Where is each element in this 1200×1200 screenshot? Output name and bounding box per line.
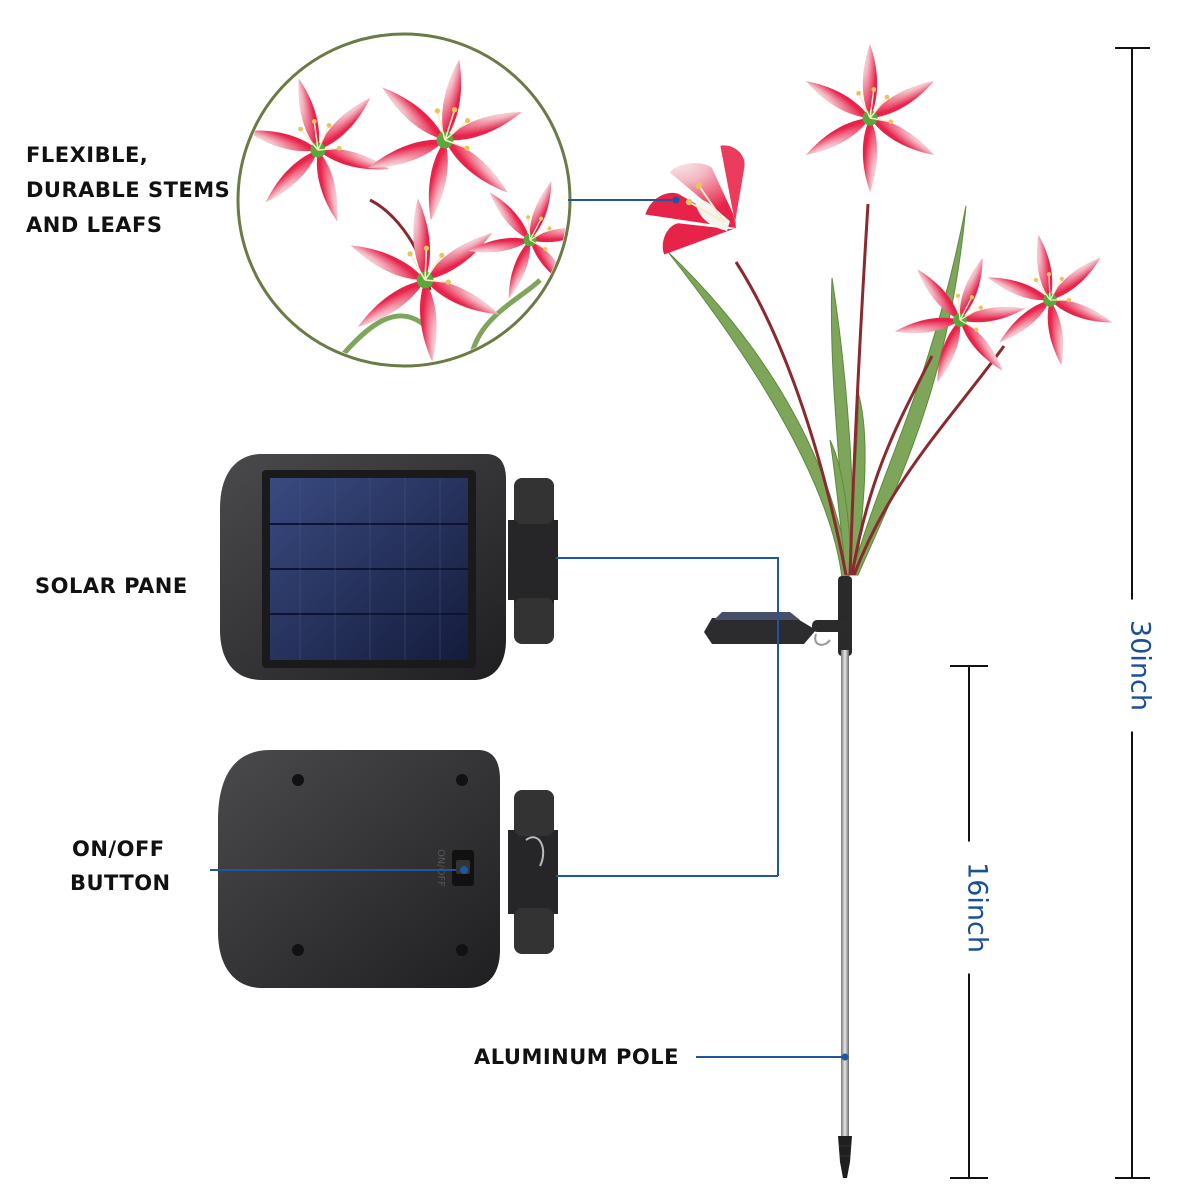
label-aluminum-pole: ALUMINUM POLE [474, 1045, 679, 1069]
label-switch-line2: BUTTON [70, 871, 171, 895]
dimension-pole-height: 16inch [957, 841, 997, 974]
plant-lily-right-1 [879, 236, 1041, 404]
lily-stake-plant [635, 43, 1122, 579]
callout-lines [210, 199, 842, 1058]
switch-mark: ON/OFF [435, 849, 446, 887]
label-switch-line1: ON/OFF [72, 837, 165, 861]
plant-lily-top [801, 43, 939, 193]
label-solar-panel: SOLAR PANE [35, 574, 188, 598]
label-stems-line3: AND LEAFS [26, 213, 163, 237]
label-stems-line2: DURABLE STEMS [26, 178, 231, 202]
aluminum-pole [838, 576, 852, 1178]
dimension-total-height: 30inch [1120, 599, 1160, 732]
solar-panel-front-photo [220, 454, 558, 680]
detail-zoom-circle [236, 32, 572, 368]
label-stems-line1: FLEXIBLE, [26, 143, 149, 167]
